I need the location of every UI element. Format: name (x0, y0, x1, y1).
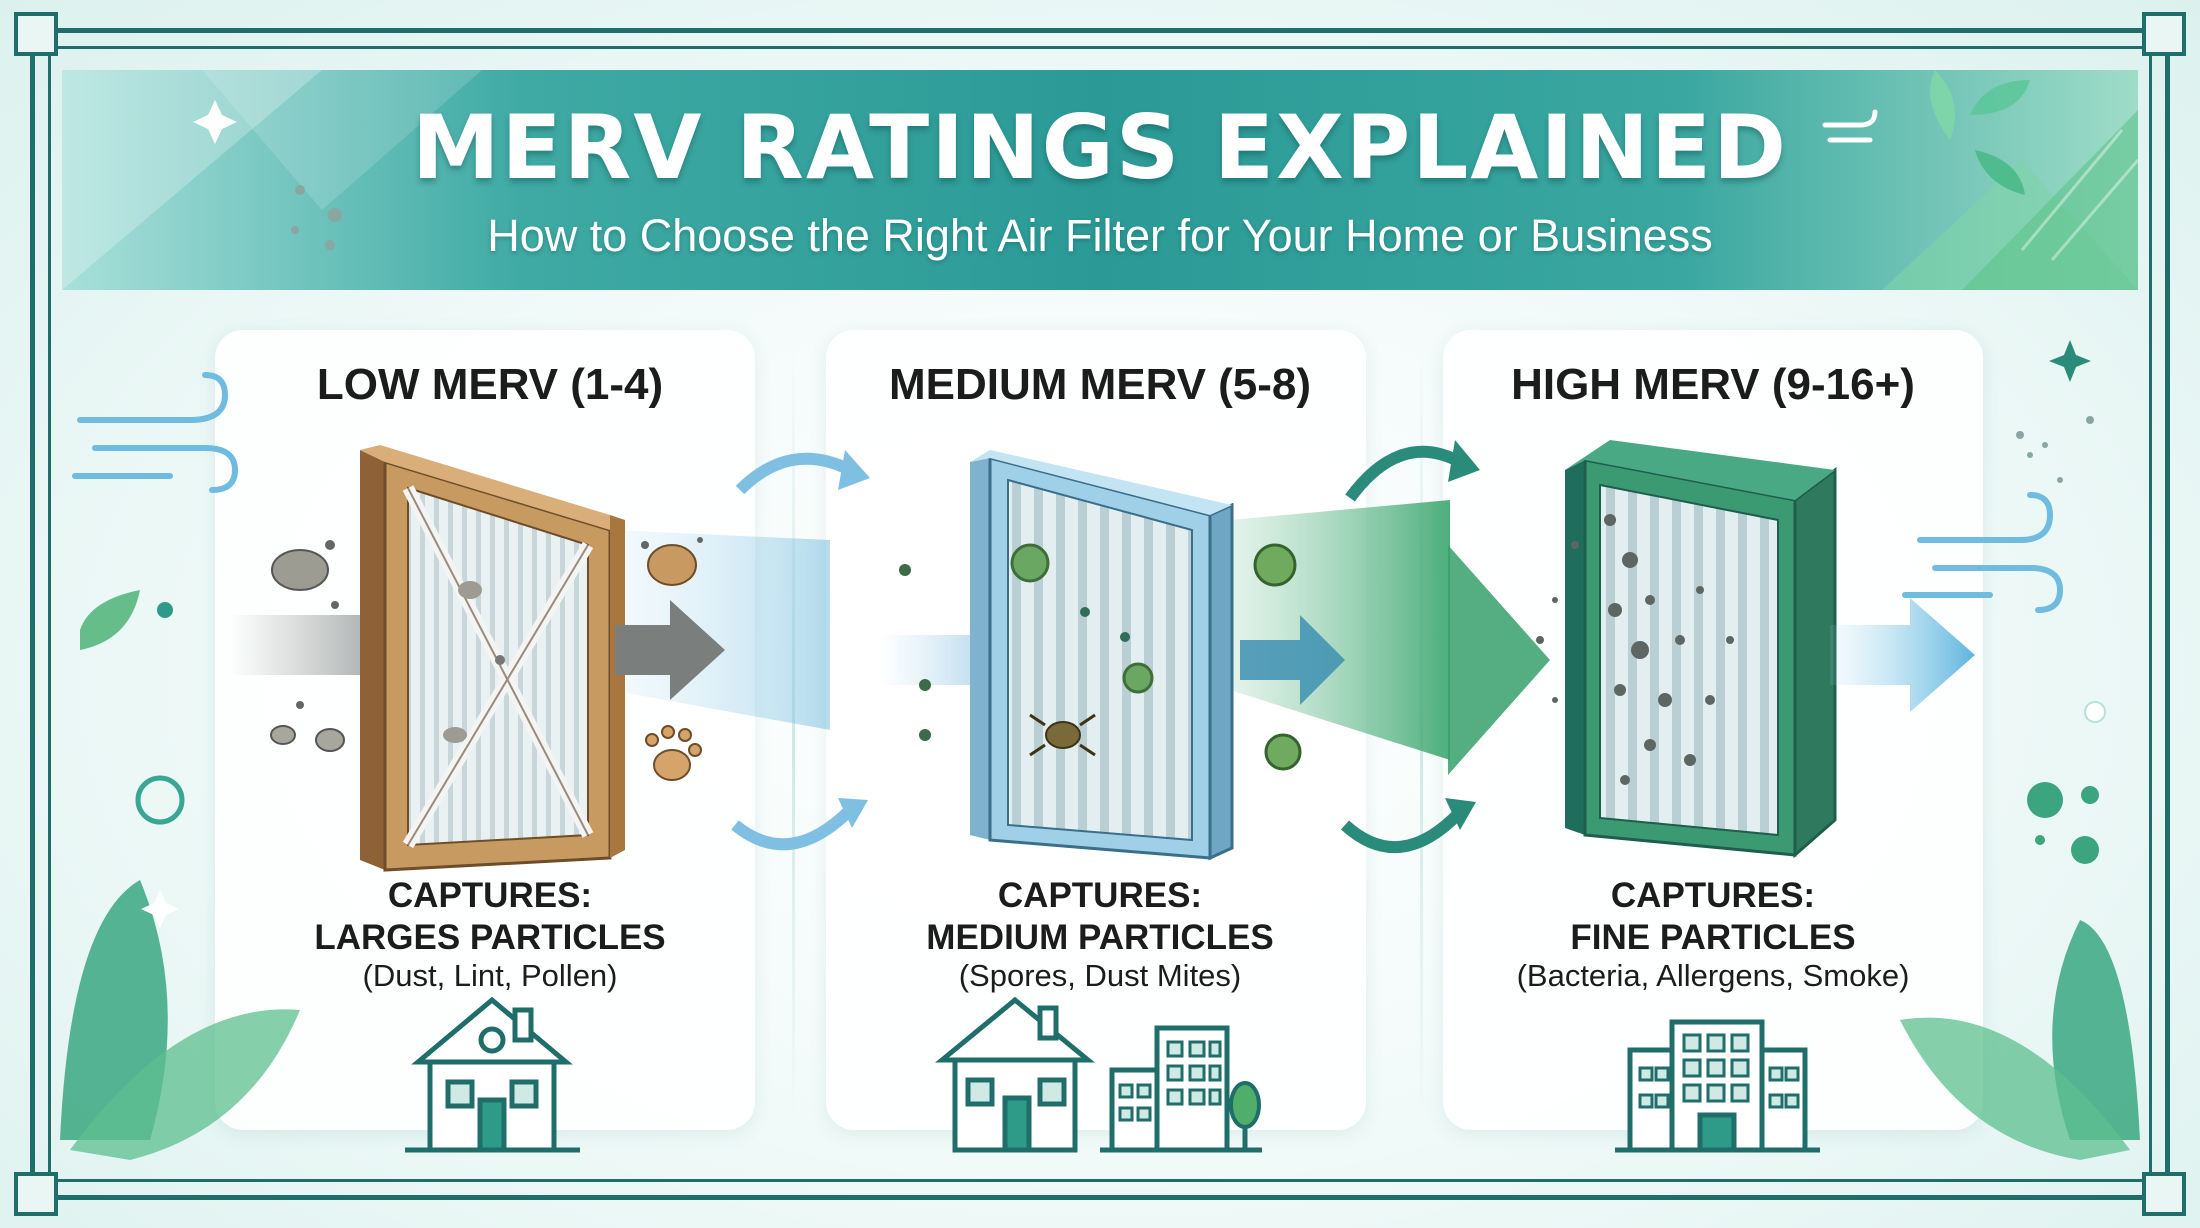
tree-icon (1229, 1081, 1261, 1150)
dust-particle-icon (270, 540, 345, 752)
captures-label: CAPTURES: (997, 876, 1203, 915)
wind-icon (1822, 109, 1878, 143)
medium-merv-filter-icon (970, 450, 1234, 861)
leaf-icon (1930, 70, 2030, 195)
particle-class-low: LARGES PARTICLES (314, 918, 666, 957)
leaf-icon (60, 590, 300, 1160)
corner-ornament-bottom-right (2142, 1172, 2186, 1216)
leaf-icon (1900, 920, 2140, 1160)
dot-decoration (2084, 701, 2106, 723)
wind-icon (1902, 492, 2064, 613)
examples-low: (Dust, Lint, Pollen) (362, 958, 618, 993)
high-merv-filter-icon (1536, 440, 1837, 859)
low-merv-filter-icon (360, 445, 625, 872)
mold-spore-icon (899, 543, 1302, 771)
house-icon (935, 996, 1095, 1153)
particle-class-high: FINE PARTICLES (1570, 918, 1856, 957)
commercial-building-icon (1615, 1019, 1820, 1153)
pet-paw-icon (645, 725, 702, 781)
captures-label: CAPTURES: (387, 876, 593, 915)
spore-icon (1010, 543, 1154, 694)
page-title: MERV RATINGS EXPLAINED (411, 96, 1789, 199)
wind-icon (72, 372, 239, 493)
corner-ornament-top-left (14, 12, 58, 56)
corner-ornament-bottom-left (14, 1172, 58, 1216)
bacteria-icon (2027, 782, 2099, 864)
corner-ornament-top-right (2142, 12, 2186, 56)
tier-heading-high: HIGH MERV (9-16+) (1511, 360, 1915, 409)
house-icon (405, 996, 580, 1153)
banner-decoration (62, 70, 2138, 290)
office-building-icon (1100, 1025, 1262, 1153)
dust-mite-icon (1029, 713, 1096, 757)
ring-decoration (135, 775, 185, 825)
dust-dots-decoration (291, 185, 2094, 483)
tier-heading-low: LOW MERV (1-4) (316, 360, 664, 409)
examples-high: (Bacteria, Allergens, Smoke) (1516, 958, 1910, 993)
page-subtitle: How to Choose the Right Air Filter for Y… (487, 210, 1713, 261)
panel-divider (792, 350, 795, 1130)
outer-frame (30, 28, 2170, 1200)
inner-frame (48, 46, 2152, 1182)
sparkle-icon (141, 100, 237, 928)
pollen-particle-icon (641, 537, 703, 586)
dot-decoration (157, 602, 173, 618)
tier-heading-medium: MEDIUM MERV (5-8) (888, 360, 1312, 409)
examples-medium: (Spores, Dust Mites) (958, 958, 1242, 993)
sparkle-icon (2049, 340, 2091, 382)
header-banner (62, 70, 2138, 290)
captures-label: CAPTURES: (1610, 876, 1816, 915)
particle-class-medium: MEDIUM PARTICLES (926, 918, 1274, 957)
